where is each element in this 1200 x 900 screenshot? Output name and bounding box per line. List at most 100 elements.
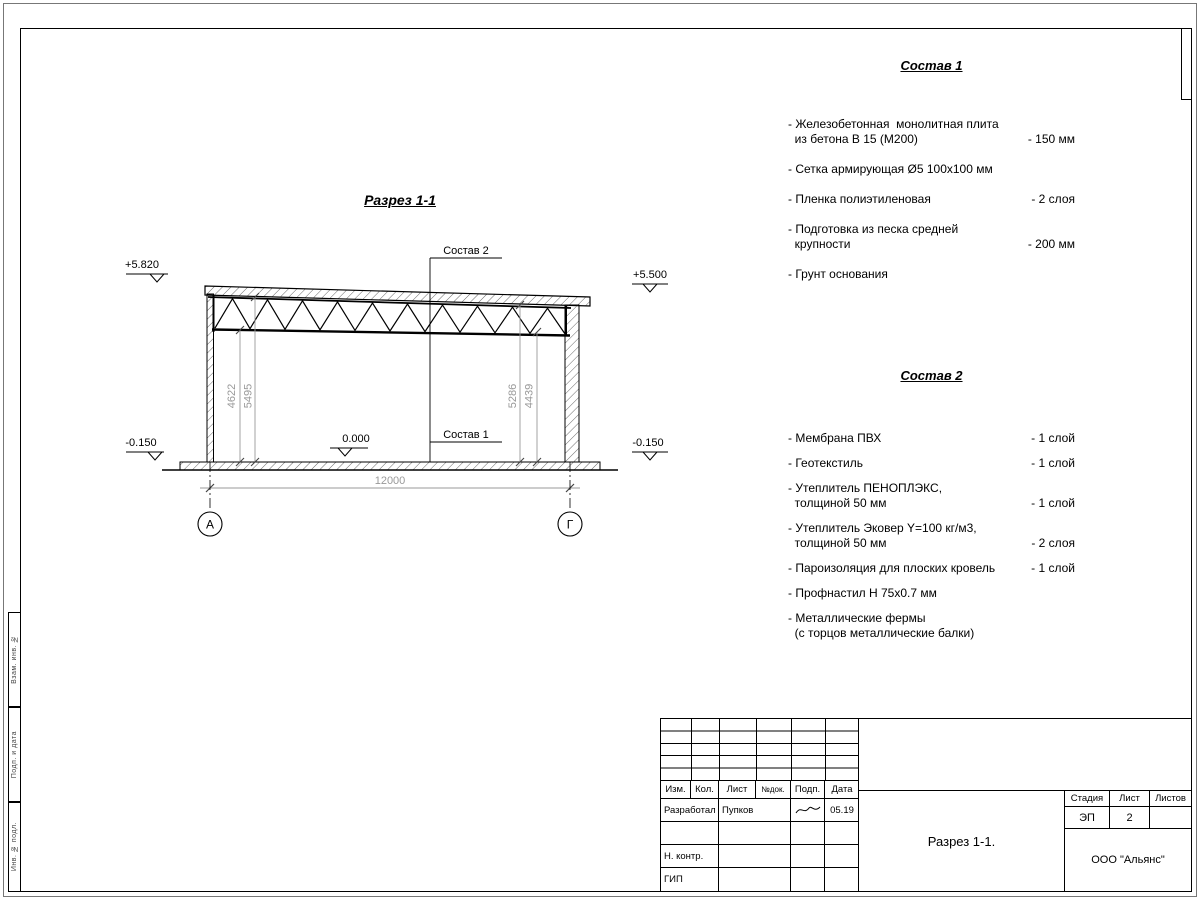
header-ndok: №док.: [756, 781, 791, 799]
grid-line: [791, 719, 792, 780]
stage-label: Стадия: [1065, 791, 1110, 807]
dim-right-inner-value: 5286: [507, 384, 519, 408]
sig-date: [825, 845, 859, 868]
spec-item: - Пароизоляция для плоских кровель - 1 с…: [788, 561, 1075, 576]
signature-cell: [791, 822, 825, 845]
sig-name: [719, 868, 791, 891]
sig-name: Пупков: [719, 799, 791, 822]
elevation-mark-icon: [642, 283, 658, 293]
sig-role: Разработал: [661, 799, 719, 822]
header-podp: Подп.: [791, 781, 825, 799]
header-kol: Кол.: [691, 781, 719, 799]
sig-name: [719, 845, 791, 868]
signature-row-empty: [661, 822, 859, 845]
sig-date: 05.19: [825, 799, 859, 822]
grid-line: [691, 719, 692, 780]
elevation-bottom-right: -0.150: [632, 437, 668, 461]
document-designation-cell: [859, 719, 1191, 791]
title-block: Изм. Кол. Лист №док. Подп. Дата Разработ…: [660, 718, 1192, 892]
spec-item-text: - Утеплитель Эковер Y=100 кг/м3, толщино…: [788, 521, 977, 550]
spec-item-text: - Сетка армирующая Ø5 100х100 мм: [788, 162, 993, 176]
signature-icon: [795, 806, 820, 814]
axis-circle-a: [197, 511, 223, 537]
spec-item: - Подготовка из песка средней крупности …: [788, 222, 1075, 252]
elevation-mark-icon: [147, 451, 163, 461]
grid-line: [825, 719, 826, 780]
spec-item-value: - 1 слой: [1031, 456, 1075, 470]
dim-left-inner-value: 4622: [226, 384, 238, 408]
spec-item: - Утеплитель ПЕНОПЛЭКС, толщиной 50 мм -…: [788, 481, 1075, 511]
dim-span: 12000: [200, 475, 580, 493]
dim-right-outer-value: 4439: [524, 384, 536, 408]
signature-row-gip: ГИП: [661, 868, 858, 891]
change-record-grid: [661, 719, 858, 781]
sig-date: [825, 822, 859, 845]
sheet-outer-edge: [3, 3, 1197, 897]
sig-role: ГИП: [661, 868, 719, 891]
spec-item-text: - Утеплитель ПЕНОПЛЭКС, толщиной 50 мм: [788, 481, 943, 510]
sostav1-label: Состав 1: [443, 429, 489, 441]
spec-item-text: - Подготовка из песка средней крупности: [788, 222, 959, 251]
composition-1-title: Состав 1: [900, 58, 963, 73]
sheet-frame: [20, 28, 1192, 892]
section-drawing: Состав 2 Состав 1 12000 4622 5495 5286 4…: [125, 245, 668, 537]
spec-item-text: - Пароизоляция для плоских кровель: [788, 561, 996, 575]
spec-item: - Сетка армирующая Ø5 100х100 мм: [788, 162, 1075, 177]
signature-row-ncontr: Н. контр.: [661, 845, 859, 868]
spec-item-text: - Мембрана ПВХ: [788, 431, 882, 445]
elevation-value: +5.500: [633, 269, 667, 281]
axis-letter-a: А: [206, 518, 214, 532]
spec-item: - Грунт основания: [788, 267, 1075, 282]
change-header-row: Изм. Кол. Лист №док. Подп. Дата: [661, 781, 859, 799]
dim-left-outer-value: 5495: [243, 384, 255, 408]
elevation-top-left: +5.820: [125, 259, 168, 283]
elevation-bottom-left: -0.150: [125, 437, 164, 461]
margin-box-podp-data: Подп. и дата: [8, 707, 21, 802]
spec-item: - Геотекстиль - 1 слой: [788, 456, 1075, 471]
margin-box-inv-podl: Инв. № подл.: [8, 802, 21, 892]
spec-item: - Железобетонная монолитная плита из бет…: [788, 117, 1075, 147]
elevation-value: +5.820: [125, 259, 159, 271]
margin-label: Инв. № подл.: [11, 822, 18, 872]
composition-list-2: Состав 2 - Мембрана ПВХ - 1 слой - Геоте…: [788, 368, 1075, 651]
stage-sheet-grid: Стадия Лист Листов ЭП 2: [1065, 791, 1191, 829]
grid-line: [719, 719, 720, 780]
spec-item: - Пленка полиэтиленовая - 2 слоя: [788, 192, 1075, 207]
signature-cell: [791, 845, 825, 868]
spec-item-value: - 1 слой: [1031, 496, 1075, 510]
sheet-value: 2: [1110, 807, 1150, 829]
elevation-mark-icon: [149, 273, 165, 283]
elevation-top-right: +5.500: [632, 269, 668, 293]
axis-markers: А Г: [197, 462, 583, 537]
floor-slab: [179, 461, 601, 471]
dim-left: 4622 5495: [226, 292, 260, 467]
sig-role: [661, 822, 719, 845]
spec-item-text: - Геотекстиль: [788, 456, 863, 470]
composition-2-title: Состав 2: [900, 368, 963, 383]
spec-item: - Металлические фермы (с торцов металлич…: [788, 611, 1075, 641]
title-block-main: Разрез 1-1. Стадия Лист Листов ЭП 2 ООО …: [859, 719, 1191, 891]
elevation-value: 0.000: [342, 433, 370, 445]
roof-truss: [207, 295, 572, 337]
right-wall: [564, 304, 580, 463]
signature-cell: [791, 799, 825, 822]
elevation-mark-icon: [337, 447, 353, 457]
axis-circle-g: [557, 511, 583, 537]
spec-item-value: - 1 слой: [1031, 561, 1075, 575]
spec-item-value: - 1 слой: [1031, 431, 1075, 445]
dim-span-value: 12000: [375, 475, 406, 487]
document-title: Разрез 1-1.: [859, 791, 1065, 891]
spec-item: - Мембрана ПВХ - 1 слой: [788, 431, 1075, 446]
elevation-value: -0.150: [125, 437, 156, 449]
spec-item-value: - 150 мм: [1027, 132, 1075, 146]
sig-date: [825, 868, 859, 891]
roof-slab: [204, 285, 591, 307]
composition-leader: Состав 2 Состав 1: [429, 245, 502, 462]
elevation-zero: 0.000: [330, 433, 370, 457]
spec-item-value: - 200 мм: [1027, 237, 1075, 251]
spec-item-text: - Грунт основания: [788, 267, 888, 281]
spec-item-text: - Железобетонная монолитная плита из бет…: [788, 117, 999, 146]
sheets-value: [1150, 807, 1191, 829]
spec-item-value: - 2 слоя: [1031, 192, 1075, 206]
spec-item: - Профнастил Н 75х0.7 мм: [788, 586, 1075, 601]
